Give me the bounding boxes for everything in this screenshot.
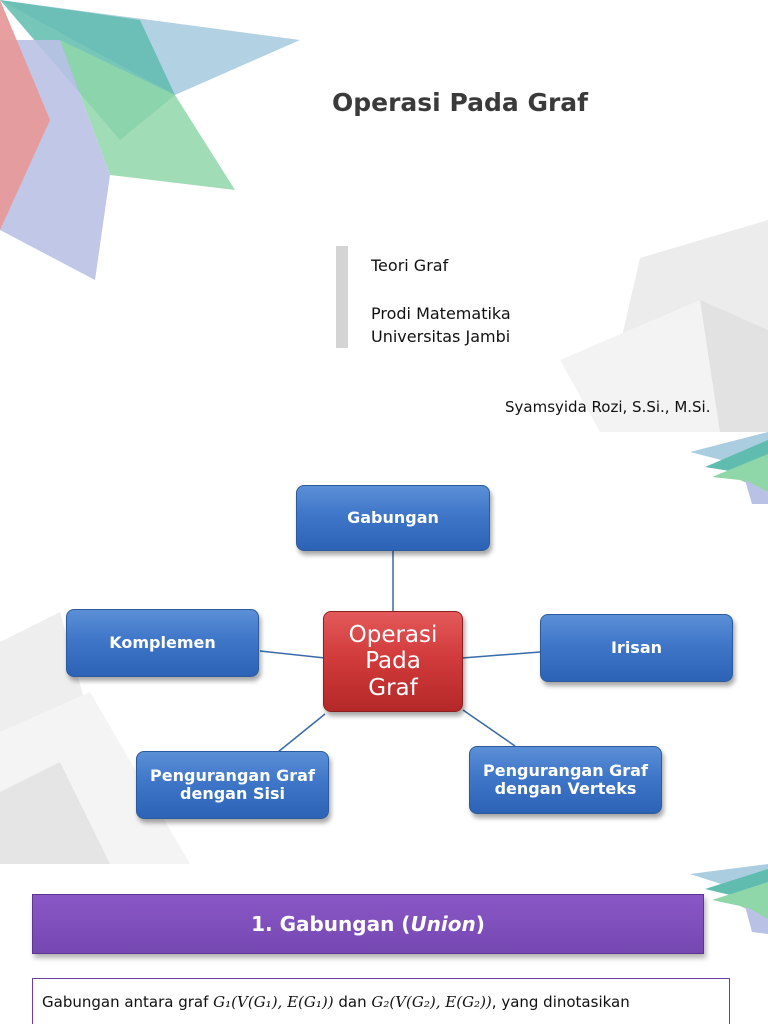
deco-shape: [0, 762, 110, 864]
node-komplemen: Komplemen: [66, 609, 259, 677]
title-slide: Operasi Pada Graf Teori Graf Prodi Matem…: [0, 0, 768, 432]
text-part-2: dan: [333, 993, 372, 1011]
deco-shape: [0, 0, 50, 230]
decorative-shapes: [0, 432, 768, 864]
heading-italic: Union: [410, 912, 476, 936]
slide-title: Operasi Pada Graf: [332, 88, 589, 117]
node-sisi-line-2: dengan Sisi: [180, 784, 285, 803]
node-pengurangan-verteks: Pengurangan Graf dengan Verteks: [469, 746, 662, 814]
author-name: Syamsyida Rozi, S.Si., M.Si.: [505, 398, 711, 416]
node-pengurangan-sisi: Pengurangan Graf dengan Sisi: [136, 751, 329, 819]
node-irisan-label: Irisan: [610, 637, 663, 657]
deco-shape: [560, 300, 720, 432]
math-g2: G₂(V(G₂), E(G₂)): [371, 993, 492, 1011]
decorative-shapes: [0, 0, 768, 432]
connector-line: [259, 650, 326, 659]
heading-prefix: 1. Gabungan (: [251, 912, 411, 936]
node-komplemen-label: Komplemen: [109, 632, 216, 652]
node-sisi-line-1: Pengurangan Graf: [150, 765, 315, 785]
program-name: Prodi Matematika: [371, 304, 511, 323]
section-heading: 1. Gabungan (Union): [32, 894, 704, 954]
connector-line: [462, 709, 516, 747]
node-irisan: Irisan: [540, 614, 733, 682]
math-g1: G₁(V(G₁), E(G₁)): [213, 993, 334, 1011]
text-part-3: , yang dinotasikan: [491, 993, 630, 1011]
deco-shape: [745, 480, 768, 504]
content-slide: 1. Gabungan (Union) Gabungan antara graf…: [0, 864, 768, 1024]
node-gabungan: Gabungan: [296, 485, 490, 551]
decorative-shapes: [690, 864, 768, 934]
university-name: Universitas Jambi: [371, 327, 511, 346]
text-part-1: Gabungan antara graf: [42, 993, 214, 1011]
center-line-3: Graf: [368, 674, 418, 701]
deco-shape: [745, 906, 768, 934]
node-gabungan-label: Gabungan: [347, 507, 439, 527]
deco-shape: [712, 454, 768, 492]
deco-shape: [700, 300, 768, 432]
heading-suffix: ): [475, 912, 485, 936]
connector-line: [277, 713, 326, 753]
course-name: Teori Graf: [371, 256, 449, 275]
deco-shape: [712, 882, 768, 919]
center-line-2: Pada: [365, 648, 421, 675]
deco-shape: [60, 40, 235, 190]
definition-text: Gabungan antara graf G₁(V(G₁), E(G₁)) da…: [32, 978, 730, 1024]
node-verteks-line-2: dengan Verteks: [494, 779, 637, 798]
node-operasi-pada-graf: Operasi Pada Graf: [323, 611, 463, 712]
diagram-slide: Gabungan Komplemen Operasi Pada Graf Iri…: [0, 432, 768, 864]
node-verteks-line-1: Pengurangan Graf: [483, 760, 648, 780]
connector-line: [461, 651, 541, 659]
accent-bar: [336, 246, 348, 348]
center-line-1: Operasi: [348, 621, 438, 648]
